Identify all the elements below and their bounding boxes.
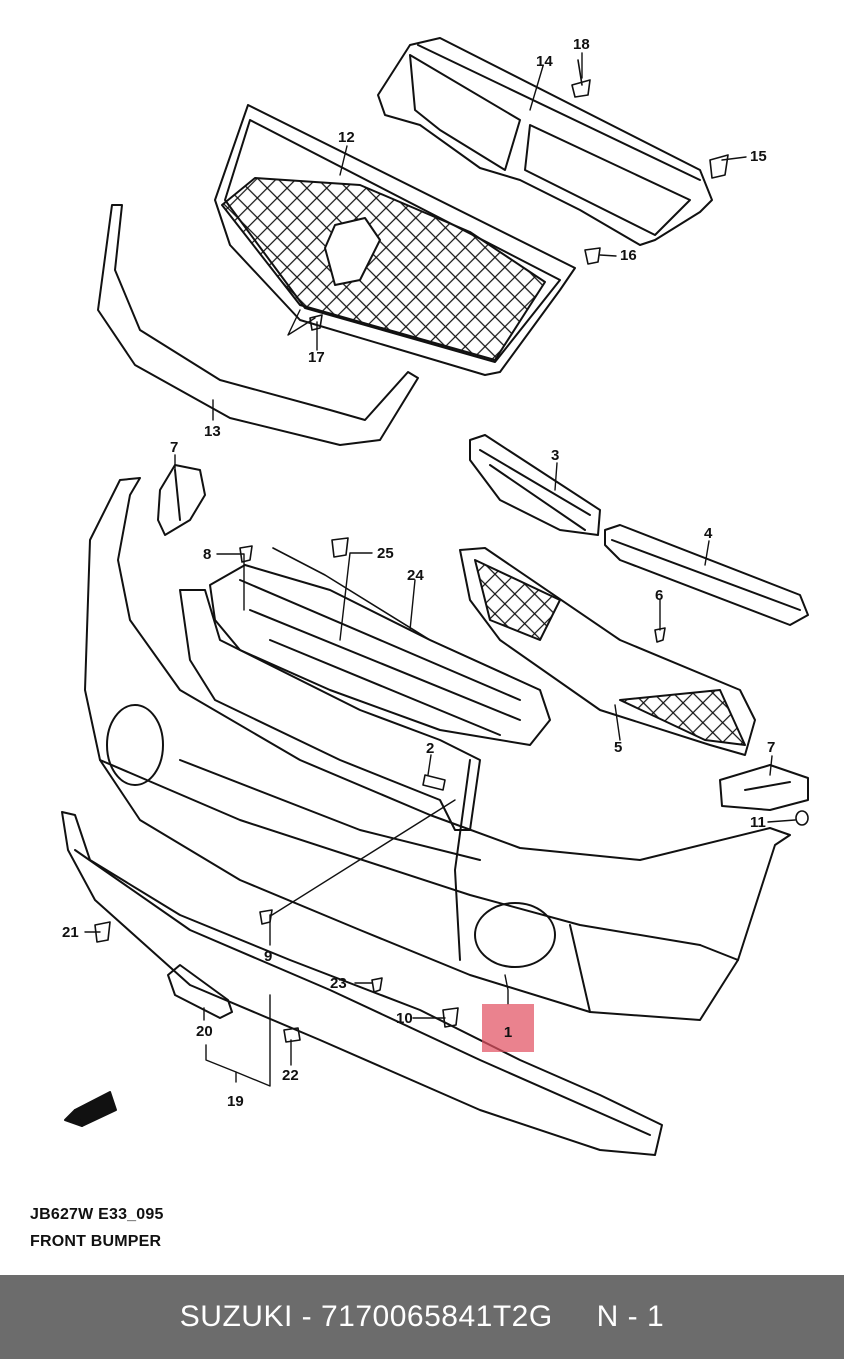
fasteners xyxy=(94,59,809,1043)
label-part-14: 14 xyxy=(536,53,553,70)
label-part-19: 19 xyxy=(227,1093,244,1110)
label-part-9: 9 xyxy=(264,948,273,965)
label-part-18: 18 xyxy=(573,36,590,53)
upper-grille-support xyxy=(377,37,713,246)
label-part-20: 20 xyxy=(196,1023,213,1040)
lower-grille xyxy=(459,547,756,756)
grille-absorber-lower xyxy=(604,524,809,626)
tow-hook-cover xyxy=(167,964,233,1019)
label-part-11: 11 xyxy=(750,814,766,831)
quantity-text: N - 1 xyxy=(596,1300,665,1333)
label-part-8: 8 xyxy=(203,546,212,563)
bumper-reinforcement xyxy=(209,547,551,746)
label-part-3: 3 xyxy=(551,447,560,464)
diagram-code: JB627W E33_095 xyxy=(30,1206,164,1223)
bumper-upper-molding xyxy=(97,204,419,446)
label-part-17: 17 xyxy=(308,349,325,366)
label-part-23: 23 xyxy=(330,975,347,992)
label-part-4: 4 xyxy=(704,525,713,542)
grille-absorber-upper xyxy=(469,434,601,536)
leader-lines xyxy=(84,52,796,1087)
label-part-7-left: 7 xyxy=(170,439,179,456)
front-grille xyxy=(214,104,576,376)
diagram-caption: JB627W E33_095 FRONT BUMPER xyxy=(30,1206,164,1260)
label-part-25: 25 xyxy=(377,545,394,562)
label-part-22: 22 xyxy=(282,1067,299,1084)
diagram-title: FRONT BUMPER xyxy=(30,1233,162,1250)
label-part-7-right: 7 xyxy=(767,739,776,756)
bumper-side-bracket-left xyxy=(157,464,206,536)
part-number-text: SUZUKI - 7170065841T2G xyxy=(179,1300,553,1333)
label-part-13: 13 xyxy=(204,423,221,440)
label-part-24: 24 xyxy=(407,567,424,584)
label-part-15: 15 xyxy=(750,148,767,165)
lower-spoiler xyxy=(61,811,663,1156)
highlighted-part-1: 1 xyxy=(482,1004,534,1052)
label-part-10: 10 xyxy=(396,1010,413,1027)
front-bumper-cover xyxy=(84,477,791,1021)
label-part-6: 6 xyxy=(655,587,664,604)
part-number-footer: SUZUKI - 7170065841T2G N - 1 xyxy=(0,1275,844,1359)
label-part-2: 2 xyxy=(426,740,435,757)
label-part-1: 1 xyxy=(503,1024,513,1041)
label-part-21: 21 xyxy=(62,924,79,941)
exploded-parts-diagram xyxy=(61,37,809,1156)
label-part-5: 5 xyxy=(614,739,623,756)
label-part-12: 12 xyxy=(338,129,355,146)
front-direction-arrow-icon xyxy=(64,1091,117,1127)
label-part-16: 16 xyxy=(620,247,637,264)
bumper-side-bracket-right xyxy=(719,764,809,811)
